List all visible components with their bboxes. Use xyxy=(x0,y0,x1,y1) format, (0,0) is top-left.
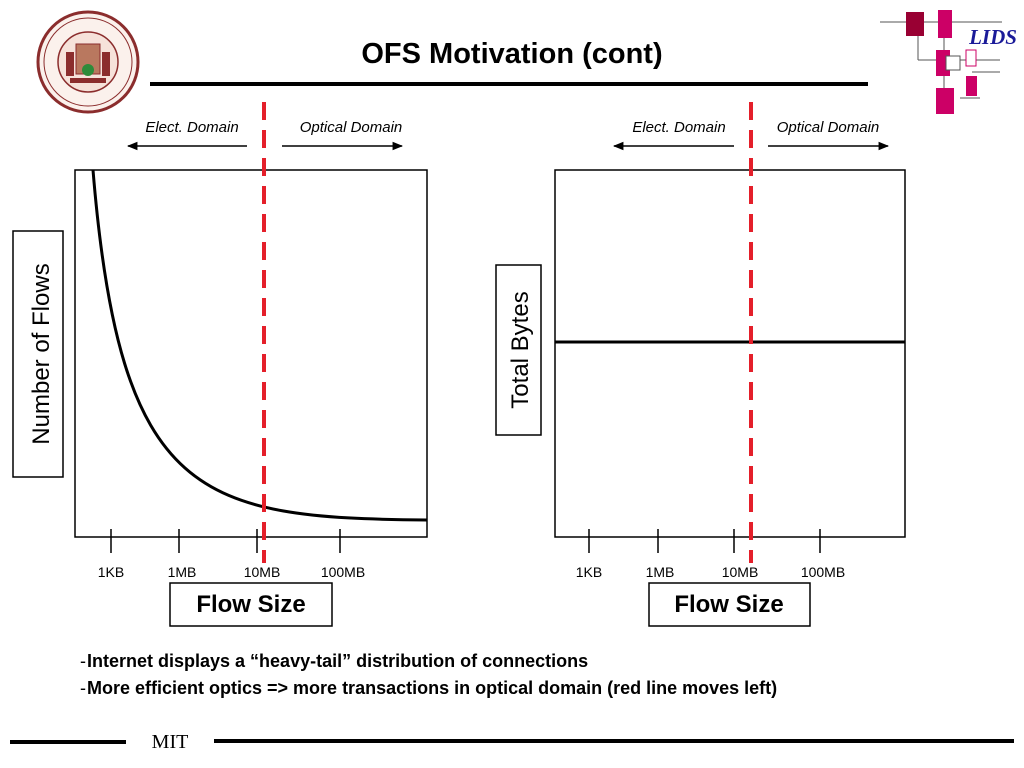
chart-right-ylabel: Total Bytes xyxy=(507,291,534,408)
bullet-1: - Internet displays a “heavy-tail” distr… xyxy=(80,651,588,671)
chart-left-xlabel-box xyxy=(169,582,333,627)
chart-right-domain-left-label: Elect. Domain xyxy=(632,119,725,136)
chart-right-plot-area xyxy=(554,169,906,538)
chart-left-domain-left-label: Elect. Domain xyxy=(145,119,238,136)
bullet-1-text: Internet displays a “heavy-tail” distrib… xyxy=(87,651,588,671)
chart-left-heavy-tail-curve xyxy=(91,169,428,522)
chart-left: Elect. Domain Optical Domain 1KB 1MB 10M… xyxy=(12,102,428,627)
chart-left-ylabel-box xyxy=(12,230,64,478)
chart-left-xlabel: Flow Size xyxy=(196,591,305,618)
lids-logo xyxy=(880,10,1002,114)
bullet-2-text: More efficient optics => more transactio… xyxy=(87,678,777,698)
chart-right-tick-label-1kb: 1KB xyxy=(576,564,602,580)
chart-left-tick-label-10mb: 10MB xyxy=(244,564,281,580)
chart-right-xlabel: Flow Size xyxy=(674,591,783,618)
chart-right-tick-label-10mb: 10MB xyxy=(722,564,759,580)
chart-left-plot-area xyxy=(74,169,428,538)
bullet-2: - More efficient optics => more transact… xyxy=(80,678,777,698)
chart-left-ylabel: Number of Flows xyxy=(28,263,55,444)
mit-seal-logo xyxy=(36,10,140,114)
footer-mit-label: MIT xyxy=(152,731,189,753)
chart-right-xlabel-box xyxy=(648,582,811,627)
bullet-2-dash: - xyxy=(80,678,86,698)
chart-left-tick-label-100mb: 100MB xyxy=(321,564,365,580)
slide-title: OFS Motivation (cont) xyxy=(361,38,662,70)
lids-logo-text: LIDS xyxy=(968,25,1017,49)
chart-right-ylabel-box xyxy=(495,264,542,436)
chart-left-tick-label-1kb: 1KB xyxy=(98,564,124,580)
chart-left-domain-right-label: Optical Domain xyxy=(300,119,403,136)
chart-right: Elect. Domain Optical Domain 1KB 1MB 10M… xyxy=(495,102,906,627)
chart-left-tick-label-1mb: 1MB xyxy=(168,564,197,580)
chart-right-tick-label-1mb: 1MB xyxy=(646,564,675,580)
bullet-1-dash: - xyxy=(80,651,86,671)
chart-right-domain-right-label: Optical Domain xyxy=(777,119,880,136)
chart-right-tick-label-100mb: 100MB xyxy=(801,564,845,580)
